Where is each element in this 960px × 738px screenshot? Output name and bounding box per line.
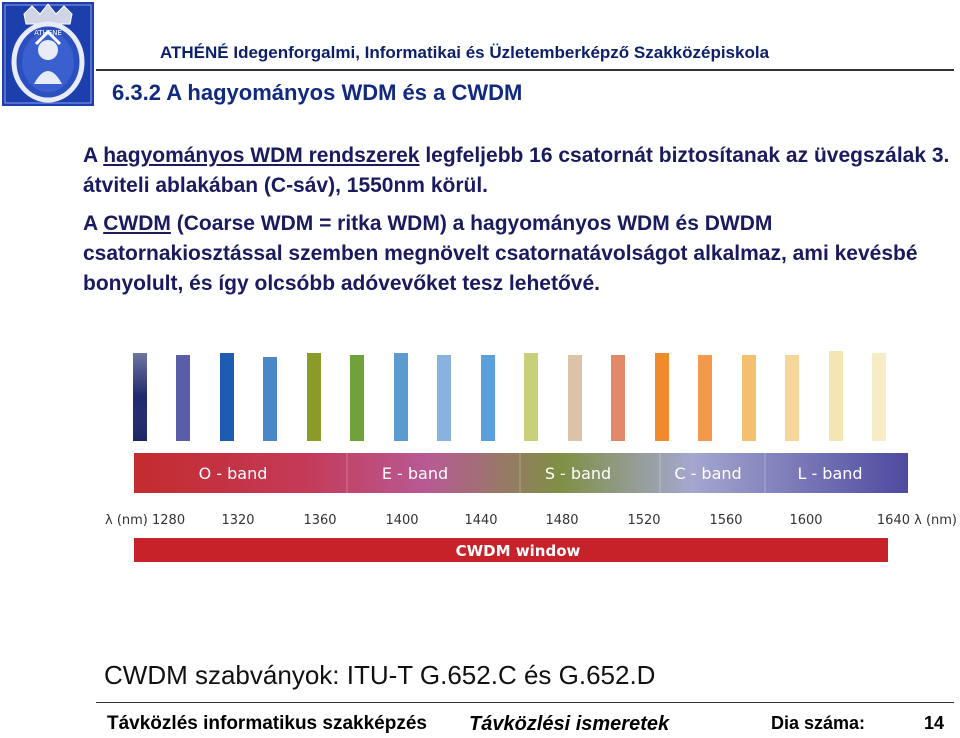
band-label-o: O - band	[199, 464, 268, 483]
paragraph-wdm: A hagyományos WDM rendszerek legfeljebb …	[83, 144, 950, 197]
tick-label: 1480	[545, 513, 578, 528]
footer-slide-number: 14	[924, 713, 945, 733]
cwdm-link[interactable]: CWDM	[103, 212, 171, 235]
channel-bar	[307, 353, 321, 441]
section-title: 6.3.2 A hagyományos WDM és a CWDM	[112, 80, 523, 105]
channel-bar	[698, 355, 712, 441]
tick-label: 1400	[385, 513, 418, 528]
channel-bar	[742, 355, 756, 441]
cwdm-band-figure: O - band E - band S - band C - band L - …	[100, 345, 960, 570]
footer-divider	[96, 702, 954, 703]
channel-bar	[220, 353, 234, 441]
band-label-e: E - band	[382, 464, 448, 483]
channel-bar	[437, 355, 451, 441]
paragraph-cwdm: A CWDM (Coarse WDM = ritka WDM) a hagyom…	[83, 212, 918, 295]
channel-bar	[611, 355, 625, 441]
school-logo: ATHENE	[2, 2, 94, 106]
header-divider	[96, 69, 954, 71]
channel-bar	[394, 353, 408, 441]
channel-bar	[829, 351, 843, 441]
tick-label: 1320	[221, 513, 254, 528]
wdm-systems-link[interactable]: hagyományos WDM rendszerek	[103, 144, 420, 167]
tick-label: 1600	[789, 513, 822, 528]
footer-course: Távközlés informatikus szakképzés	[107, 713, 427, 734]
standards-text: CWDM szabványok: ITU-T G.652.C és G.652.…	[104, 660, 656, 690]
band-label-s: S - band	[545, 464, 611, 483]
footer-slide-label: Dia száma:	[771, 713, 866, 733]
channel-bar	[263, 357, 277, 441]
channel-bar	[524, 353, 538, 441]
cwdm-window-label: CWDM window	[456, 542, 581, 560]
band-strip	[134, 453, 908, 493]
tick-label: 1560	[709, 513, 742, 528]
channel-bar	[872, 353, 886, 441]
channel-bars	[133, 351, 886, 441]
band-label-l: L - band	[797, 464, 862, 483]
channel-bar	[176, 355, 190, 441]
channel-bar	[568, 355, 582, 441]
channel-bar	[481, 355, 495, 441]
channel-bar	[785, 355, 799, 441]
band-label-c: C - band	[674, 464, 741, 483]
logo-text: ATHENE	[34, 29, 62, 37]
axis-start-label: λ (nm) 1280	[105, 513, 185, 528]
channel-bar	[350, 355, 364, 441]
tick-label: 1520	[627, 513, 660, 528]
axis-end-label: 1640 λ (nm)	[877, 513, 957, 528]
tick-label: 1440	[464, 513, 497, 528]
school-name: ATHÉNÉ Idegenforgalmi, Informatikai és Ü…	[160, 43, 770, 62]
cwdm-window-bar	[134, 538, 888, 562]
channel-bar	[655, 353, 669, 441]
tick-label: 1360	[303, 513, 336, 528]
footer-subject: Távközlési ismeretek	[469, 713, 670, 735]
